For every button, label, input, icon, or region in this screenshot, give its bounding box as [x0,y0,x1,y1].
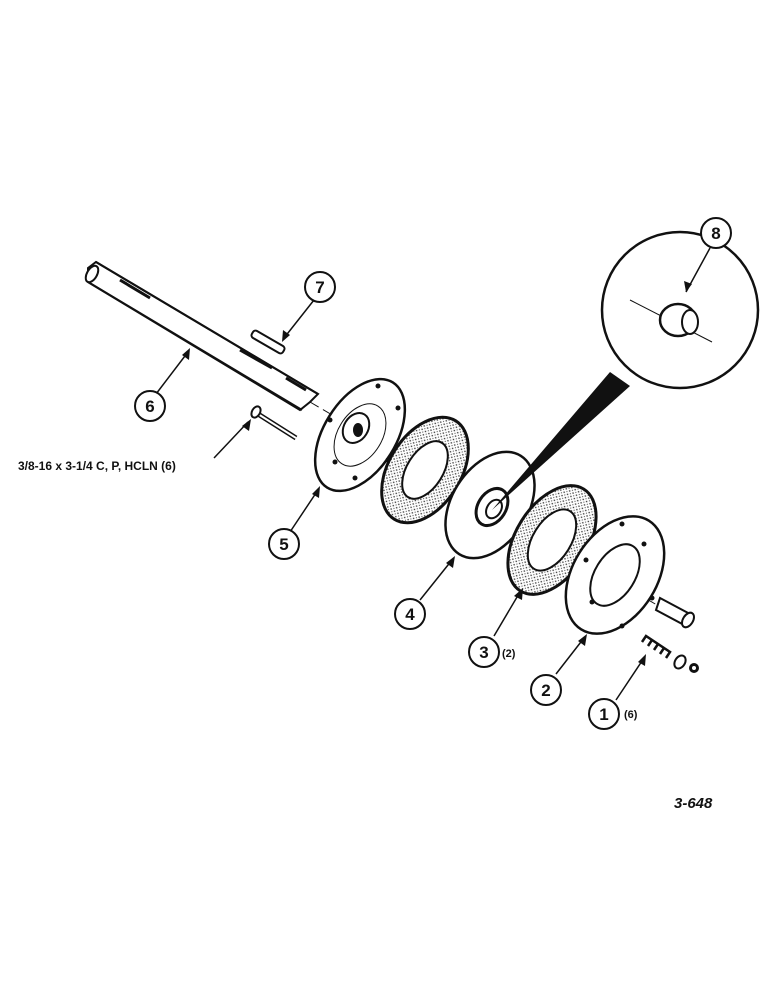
svg-text:1: 1 [599,705,608,724]
hub-plate [444,450,536,560]
svg-text:8: 8 [711,224,720,243]
friction-disc-left [380,415,470,525]
callout-6: 6 [134,390,166,422]
callout-8: 8 [700,217,732,249]
svg-text:4: 4 [405,605,415,624]
bolt [250,405,298,441]
svg-text:(2): (2) [502,648,516,660]
svg-text:5: 5 [279,535,288,554]
svg-text:7: 7 [315,278,324,297]
spring-assembly [640,634,699,673]
key [250,329,286,355]
detail-bubble [492,230,760,510]
svg-text:2: 2 [541,681,550,700]
flange-plate [313,377,407,493]
svg-text:(6): (6) [624,709,638,721]
callout-3: 3 (2) [468,636,516,668]
svg-text:3: 3 [479,643,488,662]
fastener-spec-label: 3/8-16 x 3-1/4 C, P, HCLN (6) [18,459,176,473]
callout-7: 7 [304,271,336,303]
callout-4: 4 [394,598,426,630]
callout-5: 5 [268,528,300,560]
callout-2: 2 [530,674,562,706]
pressure-plate [564,515,666,635]
callout-1: 1 (6) [588,698,638,730]
figure-reference: 3-648 [674,795,713,812]
shaft-end [654,596,695,629]
leader-lines [155,247,711,701]
svg-text:6: 6 [145,397,154,416]
